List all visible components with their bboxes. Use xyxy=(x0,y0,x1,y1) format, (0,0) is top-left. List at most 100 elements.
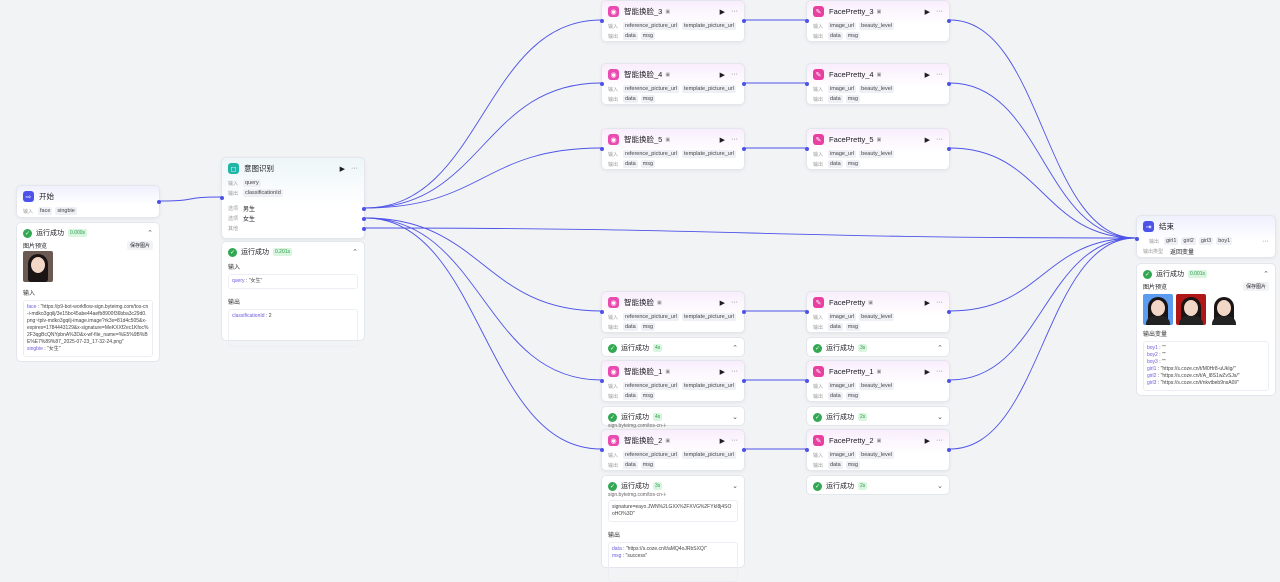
edge-intent-face-swap xyxy=(364,217,602,450)
output-port[interactable] xyxy=(947,19,951,23)
result-photo-thumbnail[interactable] xyxy=(1176,294,1206,325)
run-button[interactable]: ▶ xyxy=(339,165,345,173)
output-port[interactable] xyxy=(947,310,951,314)
output-port[interactable] xyxy=(947,448,951,452)
collapse-icon[interactable]: ⌃ xyxy=(937,345,943,352)
output-port[interactable] xyxy=(742,147,746,151)
var-tag: msg xyxy=(640,32,656,40)
edge-pretty-end xyxy=(949,237,1137,450)
input-port[interactable] xyxy=(600,310,604,314)
input-face-thumbnail[interactable] xyxy=(23,251,53,282)
output-port[interactable] xyxy=(742,310,746,314)
output-port[interactable] xyxy=(742,19,746,23)
result-photo-thumbnail[interactable] xyxy=(1209,294,1239,325)
run-button[interactable]: ▶ xyxy=(719,71,725,79)
edge-start-intent xyxy=(159,196,222,202)
input-port[interactable] xyxy=(805,19,809,23)
output-port[interactable] xyxy=(157,200,161,204)
output-port[interactable] xyxy=(362,227,366,231)
output-port[interactable] xyxy=(947,82,951,86)
input-port[interactable] xyxy=(805,310,809,314)
run-button[interactable]: ▶ xyxy=(719,437,725,445)
run-button[interactable]: ▶ xyxy=(924,136,930,144)
save-image-button[interactable]: 保存图片 xyxy=(126,240,153,250)
input-port[interactable] xyxy=(600,82,604,86)
collapse-icon[interactable]: ⌃ xyxy=(1263,271,1269,278)
output-port[interactable] xyxy=(947,147,951,151)
more-icon[interactable]: ··· xyxy=(731,368,738,375)
run-button[interactable]: ▶ xyxy=(924,299,930,307)
output-port[interactable] xyxy=(362,207,366,211)
more-icon[interactable]: ··· xyxy=(936,71,943,78)
collapse-icon[interactable]: ⌃ xyxy=(732,345,738,352)
run-button[interactable]: ▶ xyxy=(924,368,930,376)
more-icon[interactable]: ··· xyxy=(936,136,943,143)
input-port[interactable] xyxy=(805,379,809,383)
output-port[interactable] xyxy=(742,82,746,86)
var-tag: image_url xyxy=(828,382,857,390)
run-button[interactable]: ▶ xyxy=(719,136,725,144)
expand-icon[interactable]: ⌄ xyxy=(937,483,943,490)
more-icon[interactable]: ··· xyxy=(936,299,943,306)
input-port[interactable] xyxy=(600,448,604,452)
more-icon[interactable]: ··· xyxy=(731,8,738,15)
input-port[interactable] xyxy=(805,448,809,452)
input-port[interactable] xyxy=(600,19,604,23)
run-button[interactable]: ▶ xyxy=(924,8,930,16)
more-icon[interactable]: ··· xyxy=(731,299,738,306)
input-port[interactable] xyxy=(220,196,224,200)
expand-icon[interactable]: ⌄ xyxy=(937,414,943,421)
run-button[interactable]: ▶ xyxy=(719,8,725,16)
run-button[interactable]: ▶ xyxy=(719,299,725,307)
collapse-icon[interactable]: ⌃ xyxy=(147,230,153,237)
output-port[interactable] xyxy=(742,448,746,452)
more-icon[interactable]: ··· xyxy=(936,8,943,15)
output-label: 输出 xyxy=(1149,238,1160,245)
more-icon[interactable]: ··· xyxy=(936,368,943,375)
input-port[interactable] xyxy=(805,147,809,151)
node-title: 智能换脸 xyxy=(624,298,654,307)
more-icon[interactable]: ··· xyxy=(731,71,738,78)
run-button[interactable]: ▶ xyxy=(719,368,725,376)
var-tag: msg xyxy=(845,323,861,331)
run-button[interactable]: ▶ xyxy=(924,71,930,79)
input-port[interactable] xyxy=(1135,237,1139,241)
output-port[interactable] xyxy=(742,379,746,383)
expand-icon[interactable]: ⌄ xyxy=(732,414,738,421)
expand-icon[interactable]: ⌄ xyxy=(732,483,738,490)
result-photo-thumbnail[interactable] xyxy=(1143,294,1173,325)
collapse-icon[interactable]: ⌃ xyxy=(352,249,358,256)
input-port[interactable] xyxy=(600,147,604,151)
input-port[interactable] xyxy=(805,82,809,86)
input-port[interactable] xyxy=(600,379,604,383)
more-icon[interactable]: ··· xyxy=(731,136,738,143)
output-label: 输出 xyxy=(608,393,619,400)
more-icon[interactable]: ··· xyxy=(351,165,358,172)
more-vars-icon[interactable]: ··· xyxy=(1262,237,1269,245)
more-icon[interactable]: ··· xyxy=(731,437,738,444)
output-port[interactable] xyxy=(362,217,366,221)
output-port[interactable] xyxy=(947,379,951,383)
run-button[interactable]: ▶ xyxy=(924,437,930,445)
more-icon[interactable]: ··· xyxy=(936,437,943,444)
save-image-button[interactable]: 保存图片 xyxy=(1242,281,1269,291)
status-text: 运行成功 xyxy=(621,483,649,490)
input-label: 输入 xyxy=(813,314,824,321)
